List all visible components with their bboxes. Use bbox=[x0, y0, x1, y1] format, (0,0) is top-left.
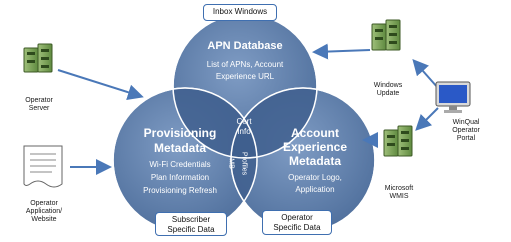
winqual-line1: WinQual bbox=[452, 119, 480, 126]
arrow-portal-to-wmis bbox=[415, 107, 439, 131]
operator-server-line2: Server bbox=[28, 105, 50, 112]
document-icon bbox=[23, 145, 63, 188]
mb-profiles-label-2: Profiles bbox=[240, 151, 248, 176]
operator-app-line1: Operator bbox=[30, 200, 58, 207]
operator-app-line3: Website bbox=[31, 216, 57, 223]
monitor-icon bbox=[435, 81, 471, 113]
operator-server-line1: Operator bbox=[25, 97, 53, 104]
windows-update-label: Windows Update bbox=[363, 82, 413, 98]
arrow-portal-to-winupdate bbox=[412, 59, 439, 89]
server-icon bbox=[23, 43, 53, 73]
arrow-winupdate-to-apn bbox=[312, 43, 371, 60]
operator-app-line2: Application/ bbox=[25, 208, 63, 215]
provisioning-line3: Provisioning Refresh bbox=[143, 186, 217, 195]
apn-database-title: APN Database bbox=[207, 40, 283, 52]
windows-update-line1: Windows bbox=[373, 82, 403, 89]
windows-update-line2: Update bbox=[376, 90, 400, 97]
provisioning-title-2: Metadata bbox=[153, 141, 206, 155]
account-title-2: Experience bbox=[282, 140, 348, 154]
winqual-line3: Portal bbox=[456, 135, 476, 142]
cert-info-label-1: Cert bbox=[236, 117, 252, 126]
account-title-3: Metadata bbox=[288, 154, 341, 168]
inbox-windows-box: Inbox Windows bbox=[203, 4, 277, 21]
apn-database-line2: Experience URL bbox=[215, 72, 275, 81]
cert-info-label-2: Info bbox=[237, 127, 251, 136]
provisioning-line1: Wi-Fi Credentials bbox=[149, 160, 211, 169]
wmis-line2: WMIS bbox=[389, 193, 409, 200]
overlap-top-right bbox=[231, 88, 317, 158]
account-title-1: Account bbox=[291, 126, 339, 140]
subscriber-specific-data-box: Subscriber Specific Data bbox=[155, 212, 227, 236]
overlap-top-left bbox=[173, 88, 257, 158]
account-line1: Operator Logo, bbox=[288, 173, 342, 182]
arrow-server-to-provisioning bbox=[57, 69, 144, 100]
server-icon bbox=[383, 125, 413, 157]
mb-profiles-label-1: MB bbox=[227, 158, 235, 169]
operator-specific-data-box: Operator Specific Data bbox=[262, 210, 332, 235]
operator-box-line1: Operator bbox=[281, 213, 313, 222]
subscriber-box-line1: Subscriber bbox=[171, 215, 211, 224]
apn-database-line1: List of APNs, Account bbox=[206, 60, 284, 69]
microsoft-wmis-label: Microsoft WMIS bbox=[374, 185, 424, 201]
subscriber-box-line2: Specific Data bbox=[167, 225, 215, 234]
wmis-line1: Microsoft bbox=[384, 185, 414, 192]
server-icon bbox=[371, 19, 401, 51]
provisioning-line2: Plan Information bbox=[150, 173, 210, 182]
provisioning-title-1: Provisioning bbox=[143, 126, 217, 140]
operator-server-label: Operator Server bbox=[14, 97, 64, 113]
winqual-line2: Operator bbox=[452, 127, 480, 134]
operator-application-label: Operator Application/ Website bbox=[14, 200, 74, 224]
winqual-portal-label: WinQual Operator Portal bbox=[436, 119, 496, 143]
account-line2: Application bbox=[295, 185, 335, 194]
operator-box-line2: Specific Data bbox=[273, 223, 321, 232]
